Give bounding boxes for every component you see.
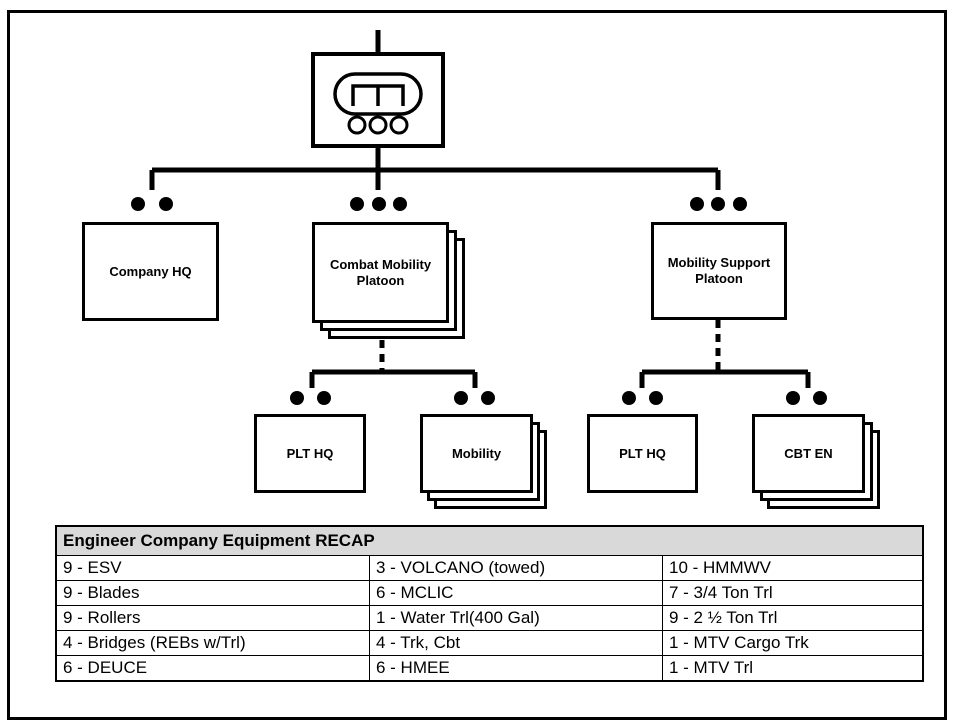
table-cell: 4 - Trk, Cbt <box>369 630 663 656</box>
combat-mobility-platoon-box: Combat Mobility Platoon <box>312 222 449 323</box>
table-row: 9 - Rollers 1 - Water Trl(400 Gal) 9 - 2… <box>55 605 924 631</box>
echelon-dot <box>813 391 827 405</box>
table-row: 9 - Blades 6 - MCLIC 7 - 3/4 Ton Trl <box>55 580 924 606</box>
echelon-dot <box>393 197 407 211</box>
echelon-dot <box>159 197 173 211</box>
table-row: 6 - DEUCE 6 - HMEE 1 - MTV Trl <box>55 655 924 682</box>
recap-title: Engineer Company Equipment RECAP <box>55 525 924 556</box>
combat-plt-hq-label: PLT HQ <box>286 445 334 461</box>
echelon-dot <box>454 391 468 405</box>
mobility-squad-box: Mobility <box>420 414 533 493</box>
echelon-dot <box>317 391 331 405</box>
table-cell: 9 - Blades <box>55 580 370 606</box>
wheel-icon <box>389 115 409 135</box>
table-cell: 1 - MTV Cargo Trk <box>662 630 924 656</box>
table-cell: 10 - HMMWV <box>662 555 924 581</box>
company-hq-label: Company HQ <box>109 263 192 279</box>
table-cell: 9 - 2 ½ Ton Trl <box>662 605 924 631</box>
combat-mobility-platoon-label: Combat Mobility Platoon <box>329 256 432 288</box>
echelon-dot <box>350 197 364 211</box>
support-plt-hq-box: PLT HQ <box>587 414 698 493</box>
wheel-icon <box>347 115 367 135</box>
table-cell: 1 - MTV Trl <box>662 655 924 682</box>
echelon-dot <box>131 197 145 211</box>
mobility-support-platoon-label: Mobility Support Platoon <box>667 255 771 286</box>
table-cell: 6 - DEUCE <box>55 655 370 682</box>
table-cell: 9 - ESV <box>55 555 370 581</box>
table-cell: 7 - 3/4 Ton Trl <box>662 580 924 606</box>
support-plt-hq-label: PLT HQ <box>619 445 666 461</box>
echelon-dot <box>733 197 747 211</box>
equipment-recap-table: Engineer Company Equipment RECAP 9 - ESV… <box>55 525 924 682</box>
echelon-dot <box>786 391 800 405</box>
combat-plt-hq-box: PLT HQ <box>254 414 366 493</box>
echelon-dot <box>690 197 704 211</box>
engineer-castle-icon <box>351 84 405 106</box>
table-row: 4 - Bridges (REBs w/Trl) 4 - Trk, Cbt 1 … <box>55 630 924 656</box>
table-cell: 4 - Bridges (REBs w/Trl) <box>55 630 370 656</box>
echelon-dot <box>372 197 386 211</box>
table-cell: 6 - MCLIC <box>369 580 663 606</box>
echelon-dot <box>290 391 304 405</box>
table-cell: 9 - Rollers <box>55 605 370 631</box>
cbt-en-squad-label: CBT EN <box>784 445 833 461</box>
echelon-dot <box>711 197 725 211</box>
wheel-icon <box>368 115 388 135</box>
echelon-dot <box>481 391 495 405</box>
mobility-squad-label: Mobility <box>451 445 502 461</box>
table-row: 9 - ESV 3 - VOLCANO (towed) 10 - HMMWV <box>55 555 924 581</box>
table-cell: 1 - Water Trl(400 Gal) <box>369 605 663 631</box>
cbt-en-squad-box: CBT EN <box>752 414 865 493</box>
table-cell: 6 - HMEE <box>369 655 663 682</box>
echelon-dot <box>622 391 636 405</box>
company-hq-box: Company HQ <box>82 222 219 321</box>
echelon-dot <box>649 391 663 405</box>
table-cell: 3 - VOLCANO (towed) <box>369 555 663 581</box>
mobility-support-platoon-box: Mobility Support Platoon <box>651 222 787 320</box>
